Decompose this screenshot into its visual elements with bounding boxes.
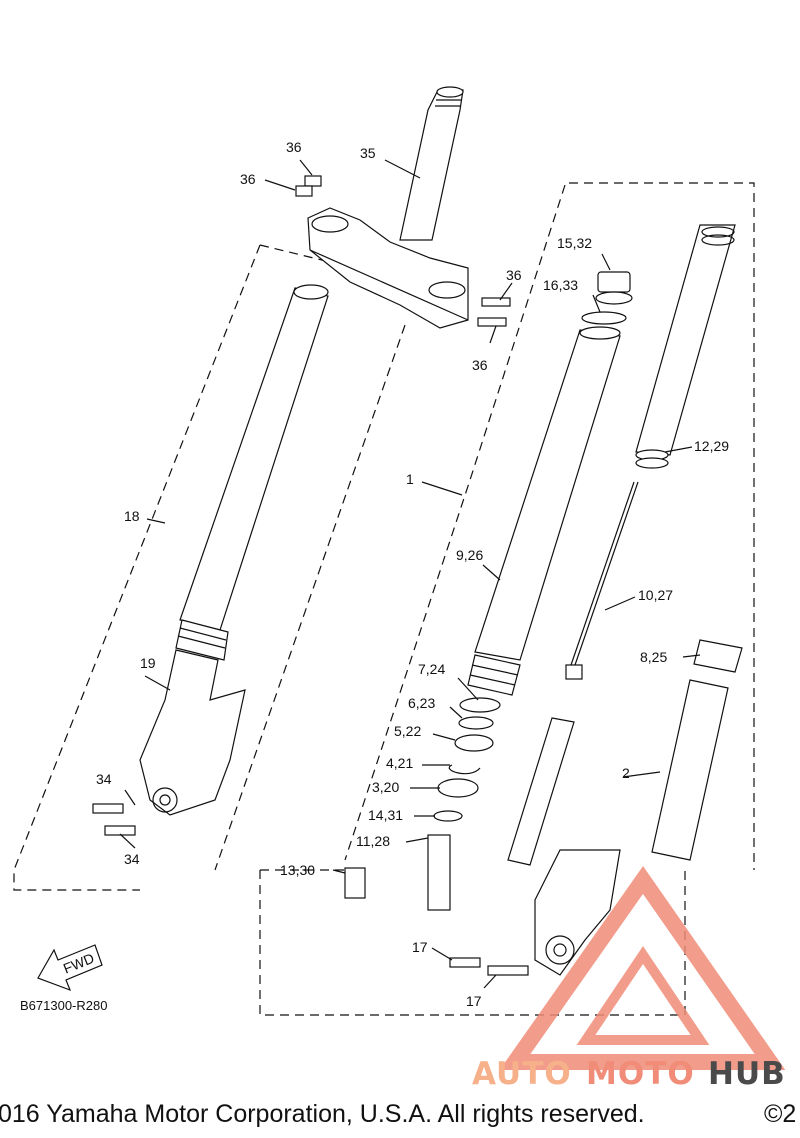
label-11-28: 11,28 <box>356 833 390 849</box>
copyright-footer: 016 Yamaha Motor Corporation, U.S.A. All… <box>0 1100 800 1138</box>
label-10-27: 10,27 <box>638 587 673 603</box>
steering-stem <box>399 86 464 241</box>
label-16-33: 16,33 <box>543 277 578 293</box>
clip-4 <box>448 764 481 775</box>
bolt-36-a <box>304 175 322 187</box>
watermark-word-2: MOTO <box>586 1056 695 1092</box>
label-19: 19 <box>140 655 156 671</box>
bolt-36-c <box>481 297 511 307</box>
label-13-30: 13,30 <box>280 862 315 878</box>
slide-bushing-7 <box>459 697 501 713</box>
washer-6 <box>458 716 494 730</box>
oil-seal-5 <box>454 734 494 752</box>
watermark-logo <box>499 866 786 1070</box>
label-9-26: 9,26 <box>456 547 483 563</box>
fwd-arrow-icon <box>37 944 103 992</box>
label-5-22: 5,22 <box>394 723 421 739</box>
copyright-text: 016 Yamaha Motor Corporation, U.S.A. All… <box>0 1100 645 1128</box>
label-36-c: 36 <box>506 267 522 283</box>
bolt-34-b <box>104 825 136 836</box>
inner-tube-9 <box>467 326 621 696</box>
bolt-36-b <box>295 185 313 197</box>
dust-seal-3 <box>437 778 479 798</box>
label-4-21: 4,21 <box>386 755 413 771</box>
bolt-36-d <box>477 317 507 327</box>
o-ring-16 <box>581 311 627 325</box>
bolt-17-a <box>449 957 481 968</box>
label-8-25: 8,25 <box>640 649 667 665</box>
outer-tube-2 <box>534 679 729 976</box>
label-14-31: 14,31 <box>368 807 403 823</box>
label-3-20: 3,20 <box>372 779 399 795</box>
label-15-32: 15,32 <box>557 235 592 251</box>
fork-spring-12 <box>635 224 736 469</box>
outline-right-group <box>569 182 755 870</box>
label-2: 2 <box>622 765 630 781</box>
label-17-b: 17 <box>466 993 482 1009</box>
label-12-29: 12,29 <box>694 438 729 454</box>
outline-left-group <box>13 244 261 891</box>
slide-bushing-8 <box>693 639 743 673</box>
copyright-symbol: ©2 <box>764 1100 797 1128</box>
label-17-a: 17 <box>412 939 428 955</box>
bolt-34-a <box>92 803 124 814</box>
left-fork-tube <box>139 284 329 816</box>
gasket-14 <box>433 810 463 822</box>
label-7-24: 7,24 <box>418 661 445 677</box>
watermark-word-3: HUB <box>708 1056 786 1092</box>
upper-bracket <box>307 207 469 329</box>
label-34-a: 34 <box>96 771 112 787</box>
cylinder-11 <box>344 834 451 911</box>
watermark-word-1: AUTO <box>472 1056 572 1092</box>
label-34-b: 34 <box>124 851 140 867</box>
label-36-a: 36 <box>286 139 302 155</box>
label-36-d: 36 <box>472 357 488 373</box>
label-35: 35 <box>360 145 376 161</box>
label-1: 1 <box>406 471 414 487</box>
cap-bolt-15 <box>595 271 633 305</box>
label-18: 18 <box>124 508 140 524</box>
damper-rod-10 <box>507 481 639 866</box>
label-6-23: 6,23 <box>408 695 435 711</box>
reference-code: B671300-R280 <box>20 998 107 1013</box>
label-36-b: 36 <box>240 171 256 187</box>
bolt-17-b <box>487 965 529 976</box>
